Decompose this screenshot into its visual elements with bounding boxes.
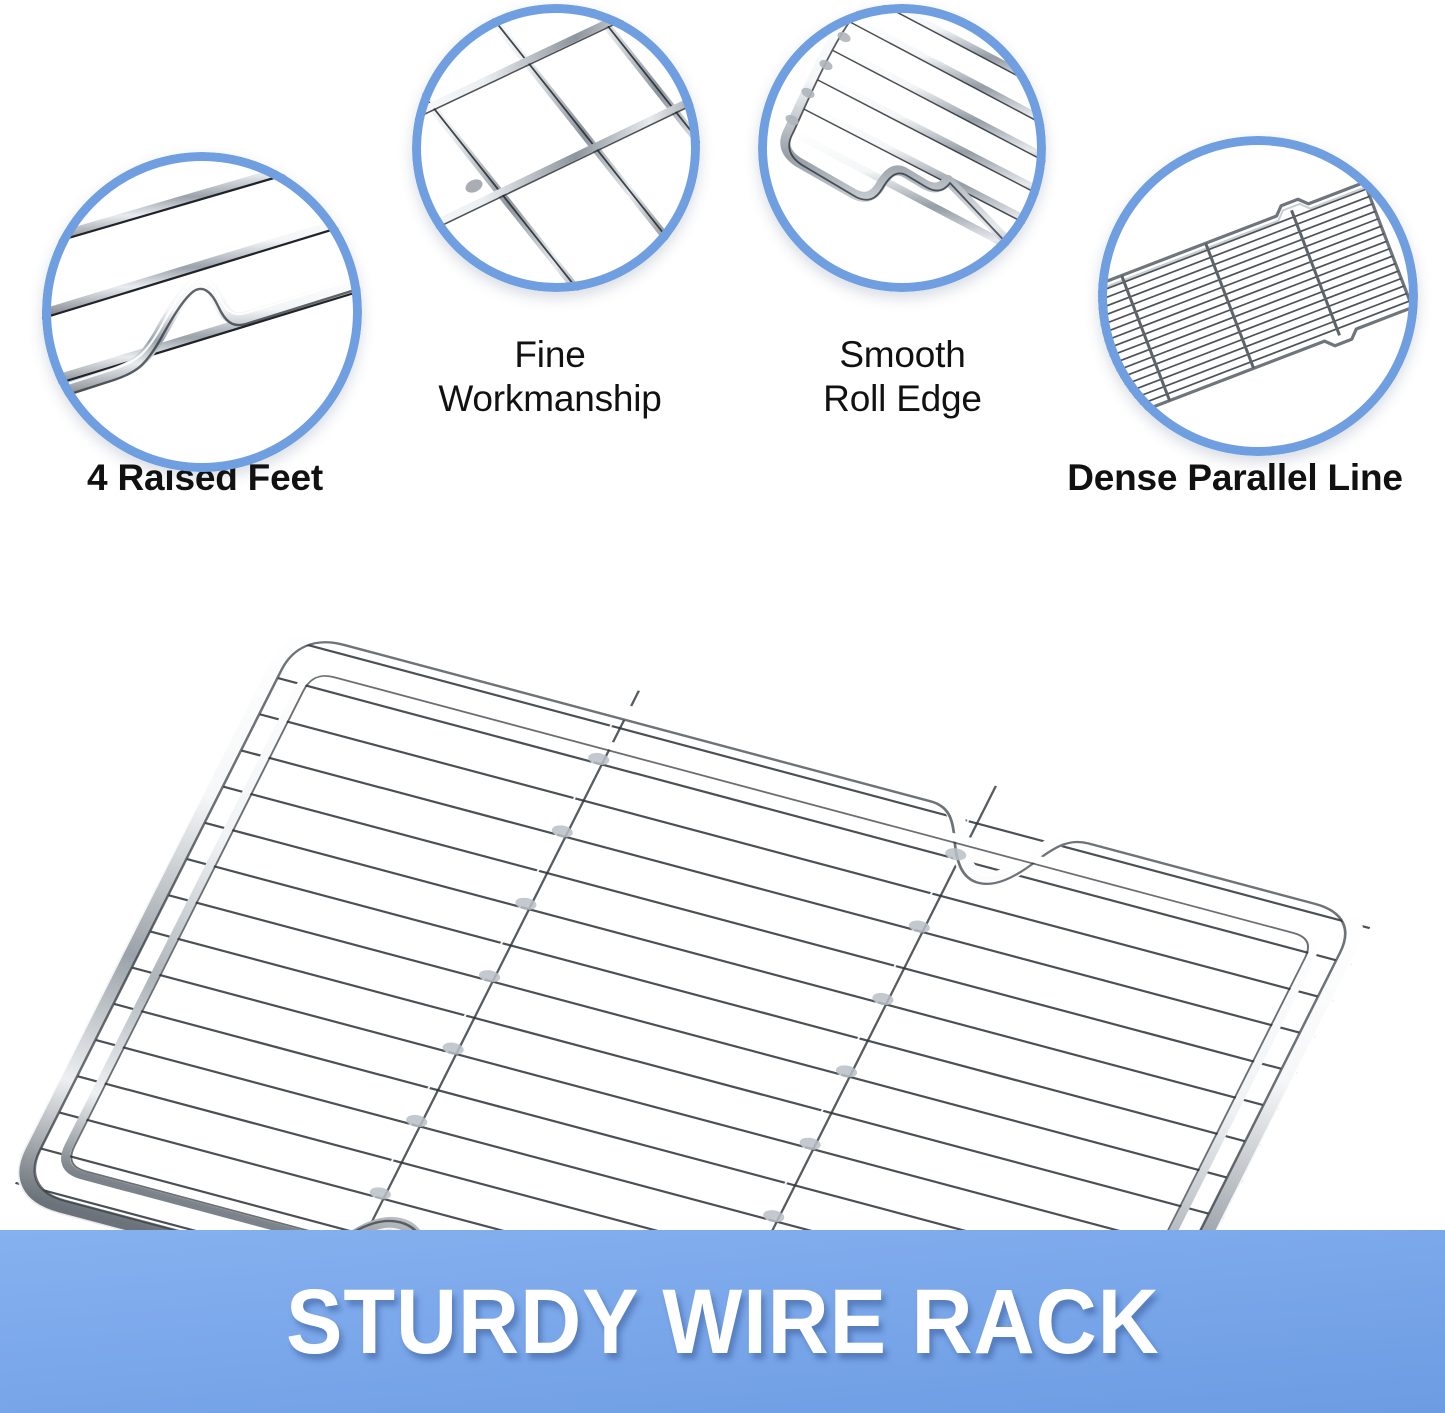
callout-circle-dense-parallel-line (1098, 136, 1418, 456)
main-product-wire-rack (0, 500, 1445, 1230)
feature-label-fine-workmanship: Fine Workmanship (438, 334, 662, 419)
wire-rack-illustration (0, 500, 1445, 1230)
callout-circle-fine-workmanship (412, 4, 700, 292)
wire-rolled-edge-icon (758, 4, 1046, 292)
wire-grid-weld-joint-icon (412, 4, 700, 292)
banner-headline: STURDY WIRE RACK (285, 1270, 1160, 1373)
callout-circle-smooth-roll-edge (758, 4, 1046, 292)
bottom-banner: STURDY WIRE RACK (0, 1230, 1445, 1413)
feature-label-smooth-roll-edge: Smooth Roll Edge (823, 334, 982, 419)
wire-raised-foot-bend-icon (42, 152, 362, 472)
full-rack-dense-wires-icon (1098, 136, 1418, 456)
feature-label-dense-parallel-line: Dense Parallel Line (1067, 457, 1403, 498)
callout-circle-raised-feet (42, 152, 362, 472)
feature-label-raised-feet: 4 Raised Feet (87, 457, 323, 498)
